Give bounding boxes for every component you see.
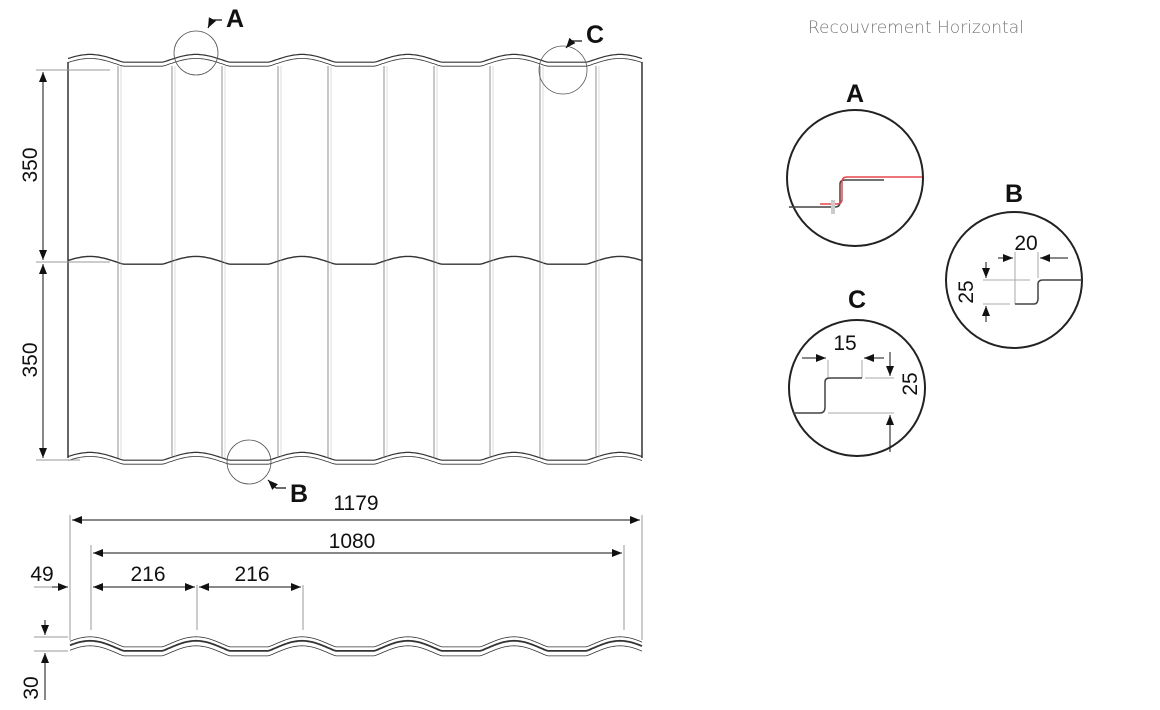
profile-height-label: 30 <box>20 676 43 699</box>
page-title: Recouvrement Horizontal <box>808 18 1024 38</box>
callout-b-label: B <box>290 480 308 508</box>
detail-b-width: 20 <box>1014 232 1037 255</box>
detail-c-height: 25 <box>899 372 922 395</box>
tile-sheet-top-view <box>67 53 643 465</box>
detail-b: 20 25 <box>945 211 1083 349</box>
total-width-label: 1179 <box>333 492 378 515</box>
screw-icon <box>831 200 835 214</box>
detail-c: 15 25 <box>788 319 926 457</box>
pitch-2-label: 216 <box>234 563 269 586</box>
callout-a-label: A <box>226 5 244 33</box>
detail-b-title: B <box>1005 180 1023 208</box>
tile-profile-section <box>69 636 643 657</box>
detail-b-height: 25 <box>955 280 978 303</box>
detail-c-width: 15 <box>833 332 856 355</box>
callout-c-label: C <box>586 21 604 49</box>
callout-circles <box>173 30 588 485</box>
height-label-lower: 350 <box>19 342 42 377</box>
detail-a-title: A <box>846 80 864 108</box>
edge-offset-label: 49 <box>30 563 53 586</box>
detail-a <box>786 109 924 247</box>
width-dimension-lines <box>34 515 643 700</box>
detail-c-title: C <box>848 286 866 314</box>
overlap-line <box>820 176 922 205</box>
height-dimensions <box>36 69 110 461</box>
pitch-1-label: 216 <box>130 563 165 586</box>
height-label-upper: 350 <box>19 147 42 182</box>
effective-width-label: 1080 <box>329 530 376 553</box>
